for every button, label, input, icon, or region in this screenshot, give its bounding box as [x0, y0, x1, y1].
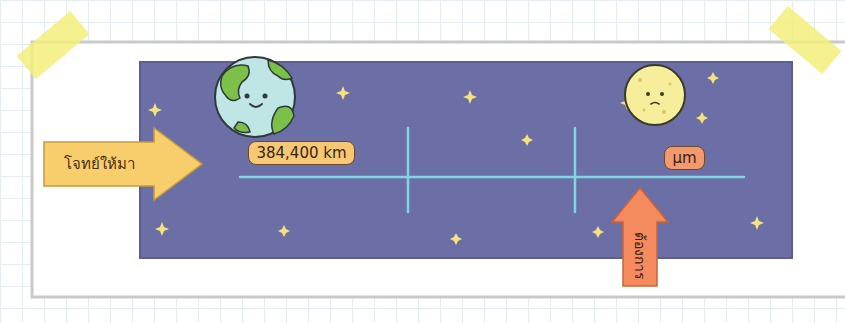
arrow-outline — [44, 128, 202, 200]
number-line — [240, 128, 744, 212]
node-text: μm — [672, 149, 696, 167]
value-pill: 384,400 km — [248, 141, 355, 165]
paper-card — [32, 42, 845, 297]
unit-pill: μm — [664, 146, 705, 170]
moon — [625, 65, 685, 125]
tape — [17, 11, 90, 79]
node-text: 384,400 km — [256, 144, 346, 162]
arrow-outline — [612, 188, 668, 286]
earth — [215, 57, 295, 137]
given-arrow: โจทย์ให้มา — [44, 128, 202, 200]
wanted-arrow: ต้องการ — [612, 188, 668, 286]
node-text: โจทย์ให้มา — [64, 155, 135, 173]
node-text: ต้องการ — [632, 232, 649, 280]
sky-panel — [140, 62, 792, 258]
